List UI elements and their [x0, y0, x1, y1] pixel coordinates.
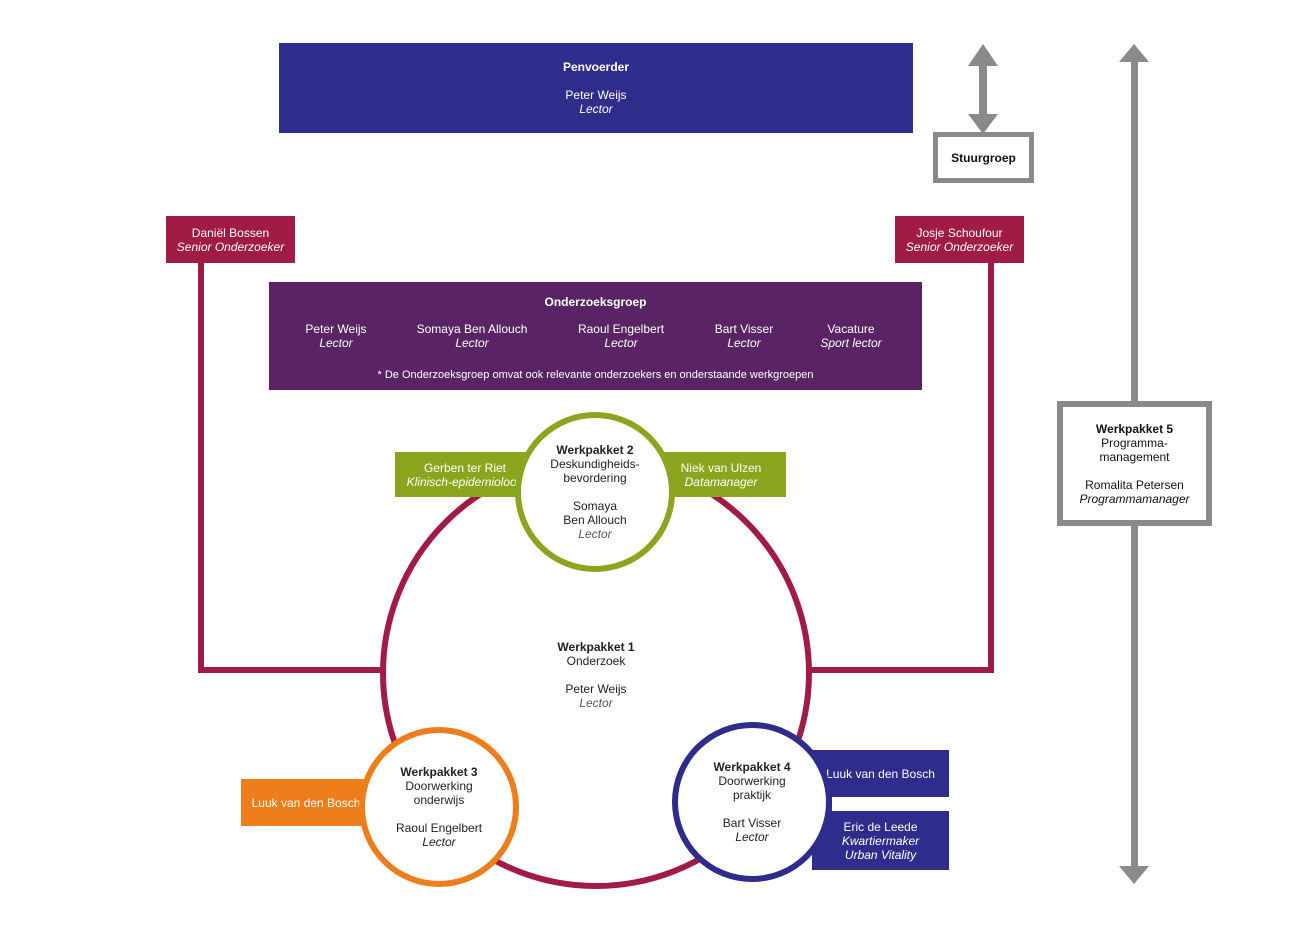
stuurgroep-box: Stuurgroep — [933, 132, 1034, 183]
penvoerder-box: Penvoerder Peter Weijs Lector — [279, 43, 913, 133]
onderzoeksgroep-note-wrap: * De Onderzoeksgroep omvat ook relevante… — [269, 367, 922, 383]
luuk4-box: Luuk van den Bosch — [812, 750, 949, 797]
schoufour-name: Josje Schoufour — [916, 225, 1003, 240]
wp5-name: Romalita Petersen — [1085, 477, 1184, 492]
wp1-content: Werkpakket 1 Onderzoek Peter Weijs Lecto… — [496, 638, 696, 712]
luuk3-box: Luuk van den Bosch — [241, 779, 371, 826]
onderzoeksgroep-title: Onderzoeksgroep — [544, 295, 647, 309]
wp4-role: Lector — [735, 830, 769, 844]
wp1-title: Werkpakket 1 — [557, 640, 635, 654]
deleede-role-1: Kwartiermaker — [841, 833, 920, 848]
member-role: Sport lector — [820, 336, 882, 350]
wp3-name: Raoul Engelbert — [395, 821, 483, 835]
wp1-name: Peter Weijs — [565, 682, 627, 696]
bossen-connector-line — [198, 262, 381, 673]
terriet-role: Klinisch-epidemioloog — [406, 474, 524, 489]
wp3-title: Werkpakket 3 — [400, 765, 478, 779]
member-role: Lector — [455, 336, 489, 350]
onderzoeksgroep-box — [269, 282, 922, 390]
onderzoeksgroep-member: Somaya Ben Allouch Lector — [401, 322, 543, 350]
wp2-circle: Werkpakket 2 Deskundigheids- bevordering… — [515, 412, 675, 572]
wp3-subtitle-2: onderwijs — [413, 793, 465, 807]
penvoerder-role: Lector — [579, 102, 613, 116]
wp5-subtitle-1: Programma- — [1101, 435, 1168, 450]
vanulzen-box: Niek van Ulzen Datamanager — [656, 452, 786, 497]
member-name: Peter Weijs — [305, 322, 367, 336]
deleede-role-2: Urban Vitality — [844, 847, 917, 862]
wp3-role: Lector — [422, 835, 456, 849]
wp5-box: Werkpakket 5 Programma- management Romal… — [1057, 401, 1212, 526]
onderzoeksgroep-member: Peter Weijs Lector — [286, 322, 386, 350]
terriet-name: Gerben ter Riet — [423, 460, 507, 475]
wp2-role: Lector — [578, 527, 612, 541]
wp2-subtitle-1: Deskundigheids- — [550, 457, 640, 471]
wp4-title: Werkpakket 4 — [713, 760, 791, 774]
wp3-subtitle-1: Doorwerking — [405, 779, 473, 793]
vanulzen-name: Niek van Ulzen — [680, 460, 762, 475]
bossen-role: Senior Onderzoeker — [176, 239, 285, 254]
wp5-role: Programmamanager — [1079, 491, 1190, 506]
wp5-title: Werkpakket 5 — [1095, 421, 1174, 436]
onderzoeksgroep-member: Raoul Engelbert Lector — [561, 322, 681, 350]
member-name: Vacature — [827, 322, 875, 336]
penvoerder-name: Peter Weijs — [565, 88, 627, 102]
terriet-box: Gerben ter Riet Klinisch-epidemioloog — [395, 452, 535, 497]
wp3-circle: Werkpakket 3 Doorwerking onderwijs Raoul… — [359, 727, 519, 887]
penvoerder-title: Penvoerder — [562, 60, 630, 74]
member-name: Somaya Ben Allouch — [416, 322, 528, 336]
schoufour-box: Josje Schoufour Senior Onderzoeker — [895, 216, 1024, 263]
stuurgroep-double-arrow — [968, 44, 998, 134]
wp2-name-2: Ben Allouch — [563, 513, 627, 527]
wp4-subtitle-1: Doorwerking — [718, 774, 786, 788]
vanulzen-role: Datamanager — [684, 474, 758, 489]
onderzoeksgroep-title-wrap: Onderzoeksgroep — [269, 294, 922, 310]
schoufour-role: Senior Onderzoeker — [905, 239, 1014, 254]
onderzoeksgroep-member: Bart Visser Lector — [699, 322, 789, 350]
bossen-box: Daniël Bossen Senior Onderzoeker — [166, 216, 295, 263]
onderzoeksgroep-member: Vacature Sport lector — [806, 322, 896, 350]
luuk4-name: Luuk van den Bosch — [826, 766, 935, 781]
member-name: Raoul Engelbert — [577, 322, 665, 336]
wp5-subtitle-2: management — [1099, 449, 1170, 464]
wp2-subtitle-2: bevordering — [563, 471, 627, 485]
wp4-subtitle-2: praktijk — [732, 788, 771, 802]
luuk3-name: Luuk van den Bosch — [251, 795, 361, 810]
schoufour-connector-line — [811, 262, 994, 673]
wp4-circle: Werkpakket 4 Doorwerking praktijk Bart V… — [672, 722, 832, 882]
member-name: Bart Visser — [714, 322, 774, 336]
member-role: Lector — [319, 336, 353, 350]
onderzoeksgroep-note: * De Onderzoeksgroep omvat ook relevante… — [377, 369, 814, 381]
wp1-role: Lector — [579, 696, 613, 710]
wp2-title: Werkpakket 2 — [556, 443, 634, 457]
bossen-name: Daniël Bossen — [191, 225, 270, 240]
wp2-name-1: Somaya — [572, 499, 618, 513]
member-role: Lector — [604, 336, 638, 350]
stuurgroep-label: Stuurgroep — [951, 150, 1016, 165]
member-role: Lector — [727, 336, 761, 350]
wp4-name: Bart Visser — [722, 816, 782, 830]
deleede-box: Eric de Leede Kwartiermaker Urban Vitali… — [812, 811, 949, 870]
wp1-subtitle: Onderzoek — [566, 654, 626, 668]
deleede-name: Eric de Leede — [843, 819, 918, 834]
